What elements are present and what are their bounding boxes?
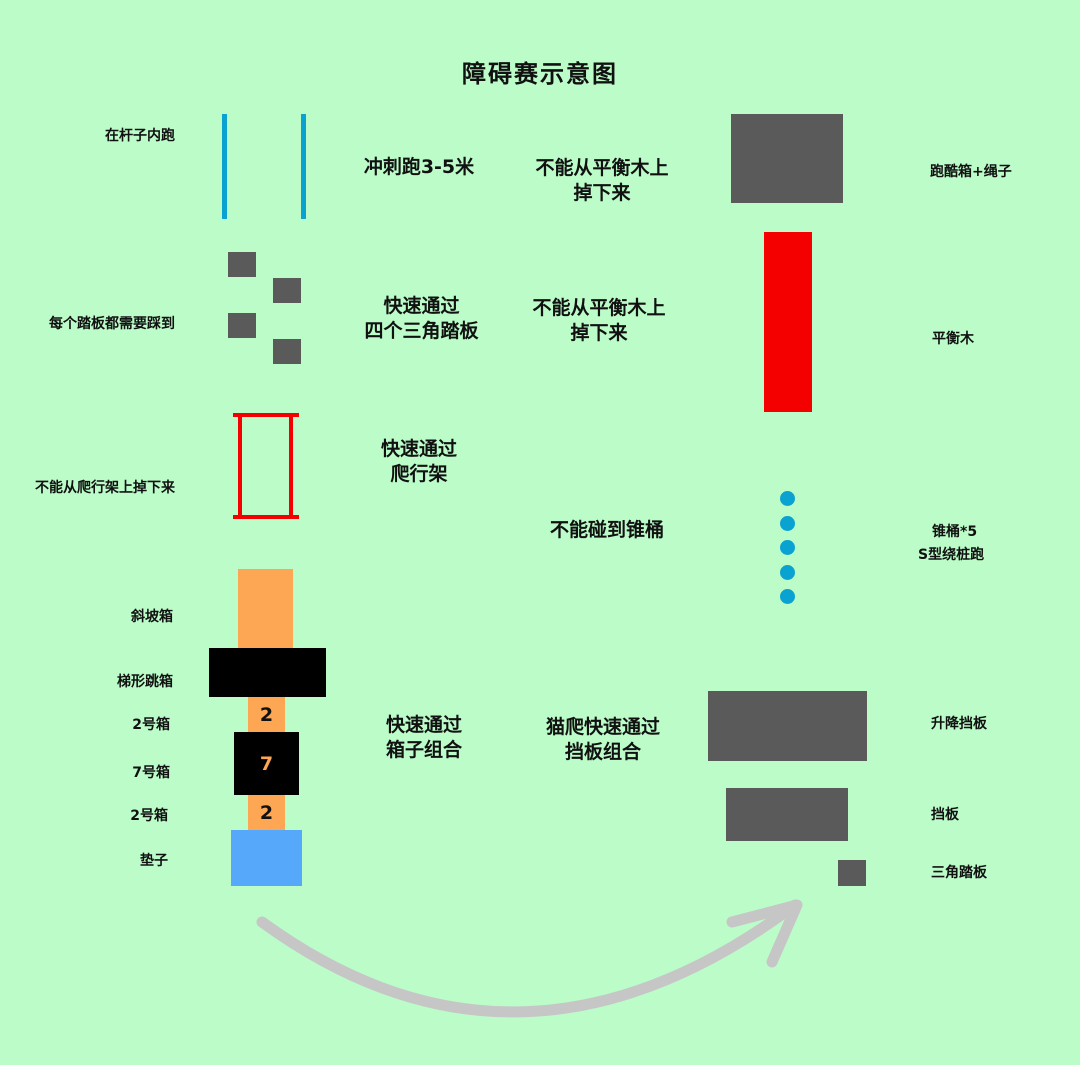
label-trapezoid-box: 梯形跳箱 bbox=[117, 674, 173, 690]
label-box-rope: 跑酷箱+绳子 bbox=[930, 164, 1012, 180]
label-frame: 不能从爬行架上掉下来 bbox=[35, 480, 175, 496]
step-block-1 bbox=[228, 252, 256, 277]
label-box7: 7号箱 bbox=[132, 765, 170, 781]
step-block-4 bbox=[273, 339, 301, 364]
box-7: 7 bbox=[234, 732, 299, 795]
cone-5 bbox=[780, 589, 795, 604]
parkour-box bbox=[731, 114, 843, 203]
boxes-text: 快速通过箱子组合 bbox=[385, 714, 462, 761]
board bbox=[726, 788, 848, 841]
sprint-text: 冲刺跑3-5米 bbox=[363, 156, 475, 178]
step-block-3 bbox=[228, 313, 256, 338]
boards-text: 猫爬快速通过挡板组合 bbox=[545, 716, 660, 763]
label-board: 挡板 bbox=[931, 807, 959, 823]
trapezoid-box bbox=[209, 648, 326, 697]
box-2-bottom: 2 bbox=[248, 795, 285, 831]
page-title: 障碍赛示意图 bbox=[462, 60, 618, 88]
slope-box bbox=[238, 569, 293, 649]
label-cones: 锥桶*5 bbox=[932, 524, 978, 540]
label-poles: 在杆子内跑 bbox=[105, 128, 175, 144]
label-lift-board: 升降挡板 bbox=[931, 716, 987, 732]
label-steps: 每个踏板都需要踩到 bbox=[49, 316, 175, 332]
cone-3 bbox=[780, 540, 795, 555]
pole-right bbox=[301, 114, 306, 219]
cone-4 bbox=[780, 565, 795, 580]
label-triangle: 三角踏板 bbox=[931, 865, 987, 881]
mat bbox=[231, 830, 302, 886]
box-rope-text: 不能从平衡木上掉下来 bbox=[535, 157, 669, 204]
box-2-top: 2 bbox=[248, 697, 285, 732]
balance-text: 不能从平衡木上掉下来 bbox=[532, 297, 666, 344]
frame-text: 快速通过爬行架 bbox=[380, 438, 457, 485]
triangle-step bbox=[838, 860, 866, 886]
label-box2-bottom: 2号箱 bbox=[130, 808, 168, 824]
cone-2 bbox=[780, 516, 795, 531]
label-cones-run: S型绕桩跑 bbox=[918, 547, 985, 563]
crawl-frame bbox=[233, 413, 299, 519]
label-slope-box: 斜坡箱 bbox=[131, 609, 173, 625]
balance-beam bbox=[764, 232, 812, 412]
label-box2-top: 2号箱 bbox=[132, 717, 170, 733]
label-mat: 垫子 bbox=[140, 853, 168, 869]
label-balance: 平衡木 bbox=[932, 331, 974, 347]
lift-board bbox=[708, 691, 867, 761]
pole-left bbox=[222, 114, 227, 219]
step-block-2 bbox=[273, 278, 301, 303]
steps-text: 快速通过四个三角踏板 bbox=[364, 295, 479, 342]
cones-text: 不能碰到锥桶 bbox=[549, 519, 664, 541]
cone-1 bbox=[780, 491, 795, 506]
